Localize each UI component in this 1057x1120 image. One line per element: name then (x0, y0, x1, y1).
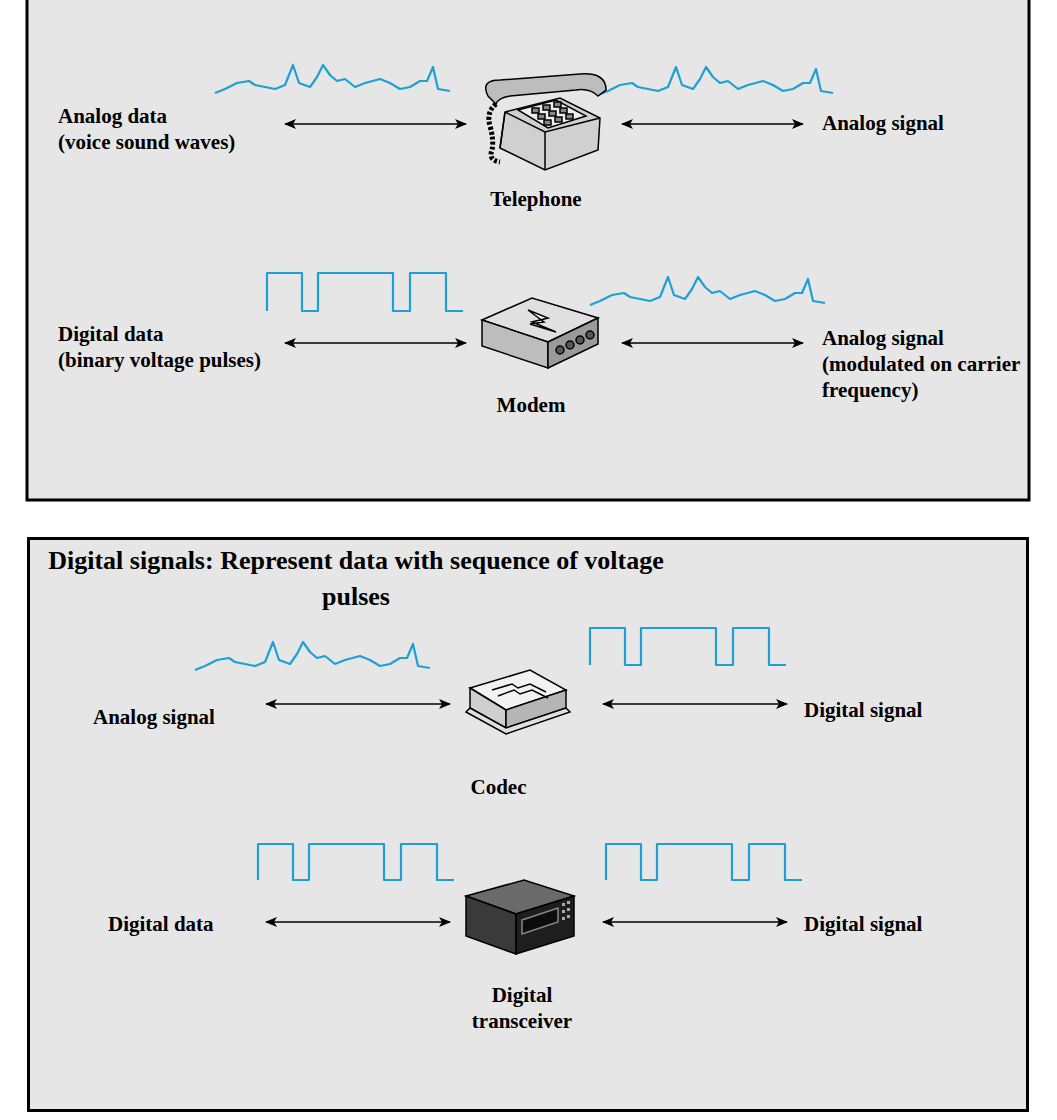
device-node: Codec (432, 664, 565, 800)
device-label: Codec (432, 774, 565, 800)
square-wave (606, 844, 802, 880)
device-label: Modem (452, 392, 610, 418)
double-arrow (266, 703, 450, 705)
double-arrow (622, 342, 803, 344)
signal-label: Digital signal (804, 697, 922, 723)
signal-label: Digital data (binary voltage pulses) (58, 321, 261, 373)
section-panel: Digital signals: Represent data with seq… (27, 537, 1029, 1112)
signal-label: Analog signal (modulated on carrier freq… (822, 325, 1020, 403)
device-node: Digital transceiver (440, 876, 604, 1034)
waveforms (195, 65, 833, 880)
double-arrows (266, 124, 803, 922)
square-wave (267, 273, 463, 311)
device-label: Digital transceiver (460, 982, 584, 1034)
transceiver-icon (466, 880, 574, 954)
signal-label: Analog signal (822, 110, 944, 136)
codec-icon (466, 670, 570, 734)
square-wave (590, 628, 786, 665)
device-node: Telephone (447, 70, 625, 212)
panel-heading: Digital signals: Represent data with seq… (46, 543, 666, 615)
analog-wave (598, 67, 833, 95)
modem-icon (482, 298, 598, 368)
analog-wave (590, 277, 825, 305)
analog-wave (195, 642, 430, 670)
bottom-panel-ground (27, 537, 1029, 1112)
signal-label: Analog data (voice sound waves) (58, 103, 235, 155)
double-arrow (285, 123, 466, 125)
double-arrow (603, 703, 787, 705)
device-node: Modem (452, 290, 610, 418)
telephone-icon (486, 74, 606, 170)
square-wave (258, 844, 454, 880)
top-panel (27, 0, 1029, 500)
signal-label: Digital signal (804, 911, 922, 937)
analog-wave (215, 65, 450, 93)
signal-label: Analog signal (93, 704, 215, 730)
double-arrow (622, 123, 803, 125)
double-arrow (285, 342, 466, 344)
signal-label: Digital data (108, 911, 214, 937)
double-arrow (266, 921, 450, 923)
device-label: Telephone (447, 186, 625, 212)
double-arrow (603, 921, 787, 923)
